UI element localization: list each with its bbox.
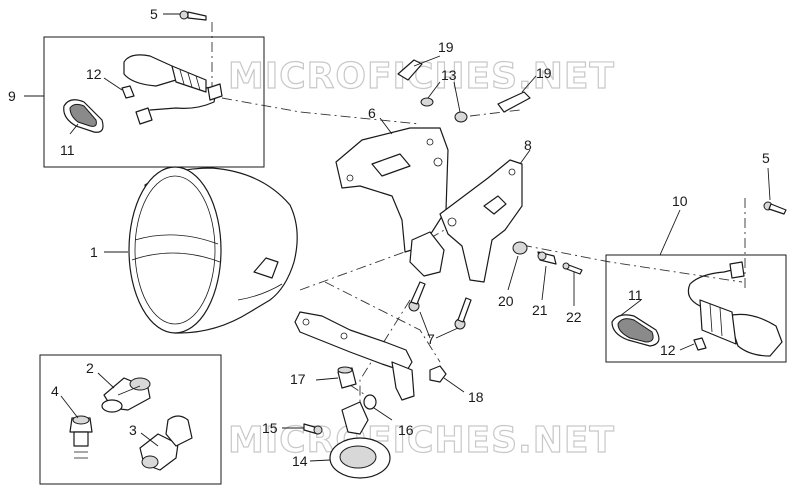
callout-9: 9 (8, 88, 16, 104)
headlight-part (128, 166, 298, 334)
nut-18 (429, 365, 447, 383)
callout-3: 3 (129, 422, 137, 438)
callout-17: 17 (290, 371, 306, 387)
pad-19b (497, 91, 531, 113)
callout-18: 18 (468, 389, 484, 405)
lens-right-part (611, 314, 660, 347)
bracket-right-part (439, 159, 523, 283)
callout-16: 16 (398, 422, 414, 438)
lens-left-part (63, 99, 104, 133)
bulb-h7-part (139, 415, 193, 471)
screw-part-top (179, 10, 207, 21)
callout-4: 4 (51, 383, 59, 399)
bracket-left-part (335, 127, 449, 277)
callout-10: 10 (672, 193, 688, 209)
callout-19-a: 19 (438, 39, 454, 55)
callout-22: 22 (566, 309, 582, 325)
callout-13: 13 (441, 67, 457, 83)
box-bulbs (39, 354, 222, 485)
callout-11-left: 11 (60, 142, 75, 158)
box-right-turn-signal (605, 254, 787, 363)
callout-20: 20 (498, 293, 514, 309)
grommet-13b (454, 111, 468, 123)
spacer-17 (337, 366, 357, 389)
box-left-turn-signal (43, 36, 265, 168)
callout-5-top: 5 (150, 6, 158, 22)
callout-6: 6 (368, 105, 376, 121)
screw-part-right (763, 201, 787, 215)
grommet-13a (420, 97, 434, 107)
watermark-bottom: MICROFICHES.NET (228, 420, 615, 461)
callout-15: 15 (262, 420, 278, 436)
horn-14 (329, 401, 391, 479)
bulb-left-part (121, 85, 135, 99)
screw-part-7a (408, 281, 426, 312)
spacer-20 (512, 241, 528, 255)
turn-signal-left-part (123, 54, 223, 125)
leader-lines (24, 13, 771, 462)
screw-22 (562, 262, 583, 275)
bulb-right-part (693, 337, 707, 351)
bulb-small-part (69, 415, 93, 459)
callout-12-left: 12 (86, 66, 102, 82)
callout-14: 14 (292, 453, 308, 469)
callout-5-right: 5 (762, 150, 770, 166)
turn-signal-right-part (687, 261, 783, 357)
lower-bracket-part (294, 311, 415, 401)
callout-8: 8 (524, 137, 532, 153)
callout-11-right: 11 (628, 287, 643, 303)
callout-12-right: 12 (660, 342, 676, 358)
callout-21: 21 (532, 302, 548, 318)
callout-2: 2 (86, 360, 94, 376)
callout-labels: 1 2 3 4 5 5 6 7 8 9 10 11 11 12 12 13 14… (8, 6, 770, 469)
bulb-h4-part (101, 377, 151, 413)
screw-part-7b (454, 297, 472, 330)
callout-7: 7 (427, 331, 435, 347)
bolt-21 (537, 251, 557, 265)
washer-16 (363, 394, 377, 410)
callout-19-b: 19 (536, 65, 552, 81)
callout-1: 1 (90, 244, 98, 260)
watermark-top: MICROFICHES.NET (228, 56, 615, 97)
